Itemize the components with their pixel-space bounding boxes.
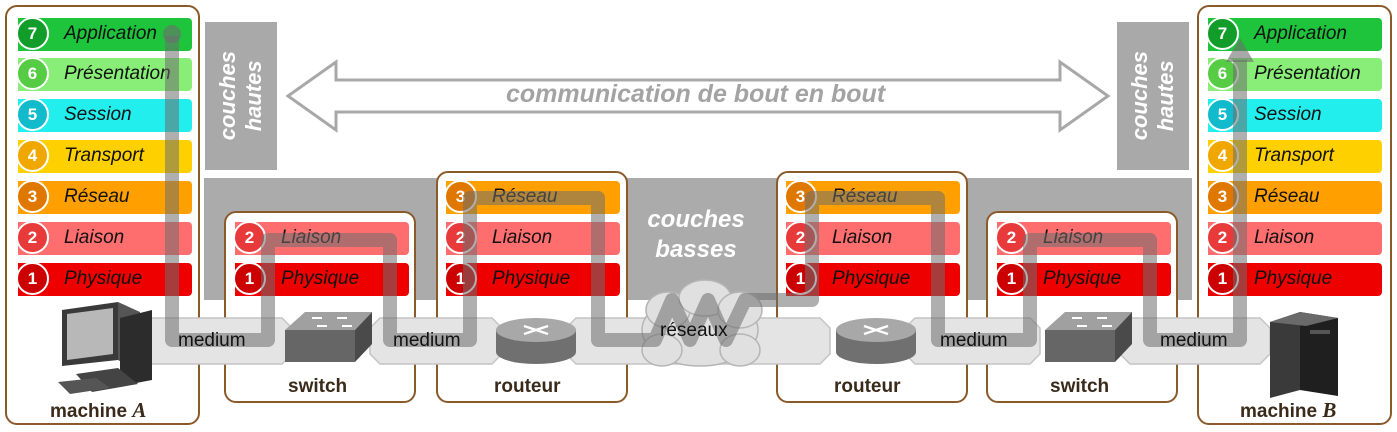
router-icon <box>836 318 916 364</box>
layer-6-label: Présentation <box>1254 63 1361 84</box>
data-path <box>165 36 1247 347</box>
data-path-start <box>163 25 181 43</box>
layer-2-label: Liaison <box>64 227 125 248</box>
layer-7-label: Application <box>1254 23 1347 44</box>
layer-7-number: 7 <box>16 17 49 50</box>
couches-hautes-left: couches hautes <box>205 22 277 170</box>
layer-5-number: 5 <box>16 98 49 131</box>
switch-icon <box>285 312 372 362</box>
layer-2-label: Liaison <box>832 227 893 248</box>
layer-2-liaison: 2 Liaison <box>16 221 192 255</box>
router-icon <box>496 318 576 364</box>
medium-label-1: medium <box>178 330 246 351</box>
data-path-arrowhead <box>1226 38 1254 62</box>
layer-5-session: 5 Session <box>16 98 192 132</box>
communication-arrow <box>285 59 1111 133</box>
medium-label-4: medium <box>1160 330 1228 351</box>
layer-1-label: Physique <box>1254 268 1333 289</box>
layer-1-label: Physique <box>1043 268 1122 289</box>
layer-4-label: Transport <box>64 145 144 166</box>
medium-label-3: medium <box>940 330 1008 351</box>
switch-left-caption: switch <box>288 376 348 397</box>
couches-basses-label: couches basses <box>636 205 756 265</box>
layer-6-label: Présentation <box>64 63 171 84</box>
layer-6-presentation: 6 Présentation <box>16 57 192 91</box>
machine-b-caption: machine B <box>1240 398 1336 423</box>
routeur-left-caption: routeur <box>494 376 561 397</box>
layer-3-number: 3 <box>16 180 49 213</box>
layer-3-label: Réseau <box>64 186 130 207</box>
machine-b-letter: B <box>1322 398 1337 422</box>
medium-label-2: medium <box>393 330 461 351</box>
layer-6-number: 6 <box>16 57 49 90</box>
layer-3-label: Réseau <box>1254 186 1320 207</box>
couches-hautes-right: couches hautes <box>1117 22 1189 170</box>
layer-4-number: 4 <box>16 139 49 172</box>
server-tower-icon <box>1270 312 1338 398</box>
layer-1-label: Physique <box>281 268 360 289</box>
routeur-right-caption: routeur <box>834 376 901 397</box>
switch-right-caption: switch <box>1050 376 1110 397</box>
layer-1-label: Physique <box>64 268 143 289</box>
machine-a-letter: A <box>132 398 147 422</box>
layer-1-number: 1 <box>233 262 266 295</box>
layer-4-label: Transport <box>1254 145 1334 166</box>
computer-icon <box>58 302 152 394</box>
layer-1-label: Physique <box>832 268 911 289</box>
layer-1-physique: 1 Physique <box>16 262 192 296</box>
layer-1-number: 1 <box>995 262 1028 295</box>
layer-2-number: 2 <box>16 221 49 254</box>
machine-a-caption: machine A <box>50 398 146 423</box>
layer-1-label: Physique <box>492 268 571 289</box>
couches-basses-line2: basses <box>655 236 737 263</box>
layer-7-label: Application <box>64 23 157 44</box>
layer-5-label: Session <box>64 104 132 125</box>
layer-3-reseau: 3 Réseau <box>16 180 192 214</box>
machine-a-prefix: machine <box>50 401 133 422</box>
couches-basses-line1: couches <box>647 206 745 233</box>
machine-b-prefix: machine <box>1240 401 1323 422</box>
layer-1-number: 1 <box>16 262 49 295</box>
reseaux-label: réseaux <box>660 320 728 341</box>
layer-4-transport: 4 Transport <box>16 139 192 173</box>
layer-5-label: Session <box>1254 104 1322 125</box>
layer-7-application: 7 Application <box>16 17 192 51</box>
layer-7-number: 7 <box>1206 17 1239 50</box>
communication-label: communication de bout en bout <box>506 80 886 108</box>
layer-2-label: Liaison <box>1254 227 1315 248</box>
switch-icon <box>1045 312 1132 362</box>
layer-2-label: Liaison <box>492 227 553 248</box>
